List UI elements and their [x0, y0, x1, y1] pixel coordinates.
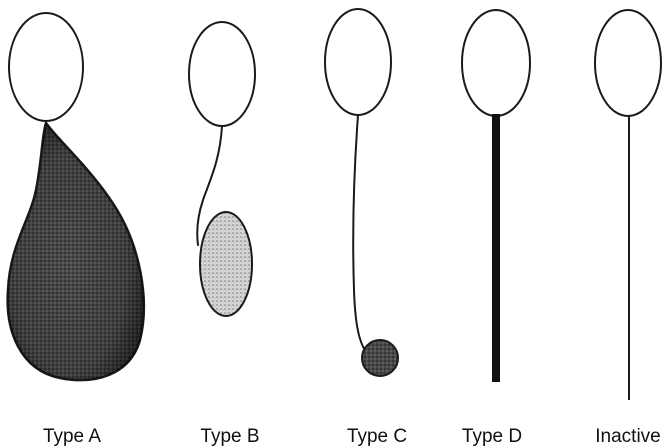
panel-inactive: Inactive	[595, 10, 661, 447]
type-c-filament	[353, 115, 366, 352]
type-a-sac-shading	[8, 123, 144, 380]
type-b-sac	[200, 212, 252, 316]
type-b-head	[189, 22, 255, 126]
type-c-ball	[362, 340, 398, 376]
panel-type-b: Type B	[189, 22, 260, 447]
type-d-head	[462, 10, 530, 116]
type-a-head	[9, 13, 83, 121]
type-b-label: Type B	[200, 426, 259, 447]
type-d-label: Type D	[462, 426, 522, 447]
panel-type-c: Type C	[325, 9, 407, 447]
inactive-label: Inactive	[595, 426, 660, 447]
panel-type-a: Type A	[8, 13, 144, 447]
type-d-stalk	[492, 114, 500, 382]
type-c-head	[325, 9, 391, 115]
type-c-label: Type C	[347, 426, 407, 447]
inactive-head	[595, 10, 661, 116]
panel-type-d: Type D	[462, 10, 530, 447]
type-a-label: Type A	[43, 426, 101, 447]
